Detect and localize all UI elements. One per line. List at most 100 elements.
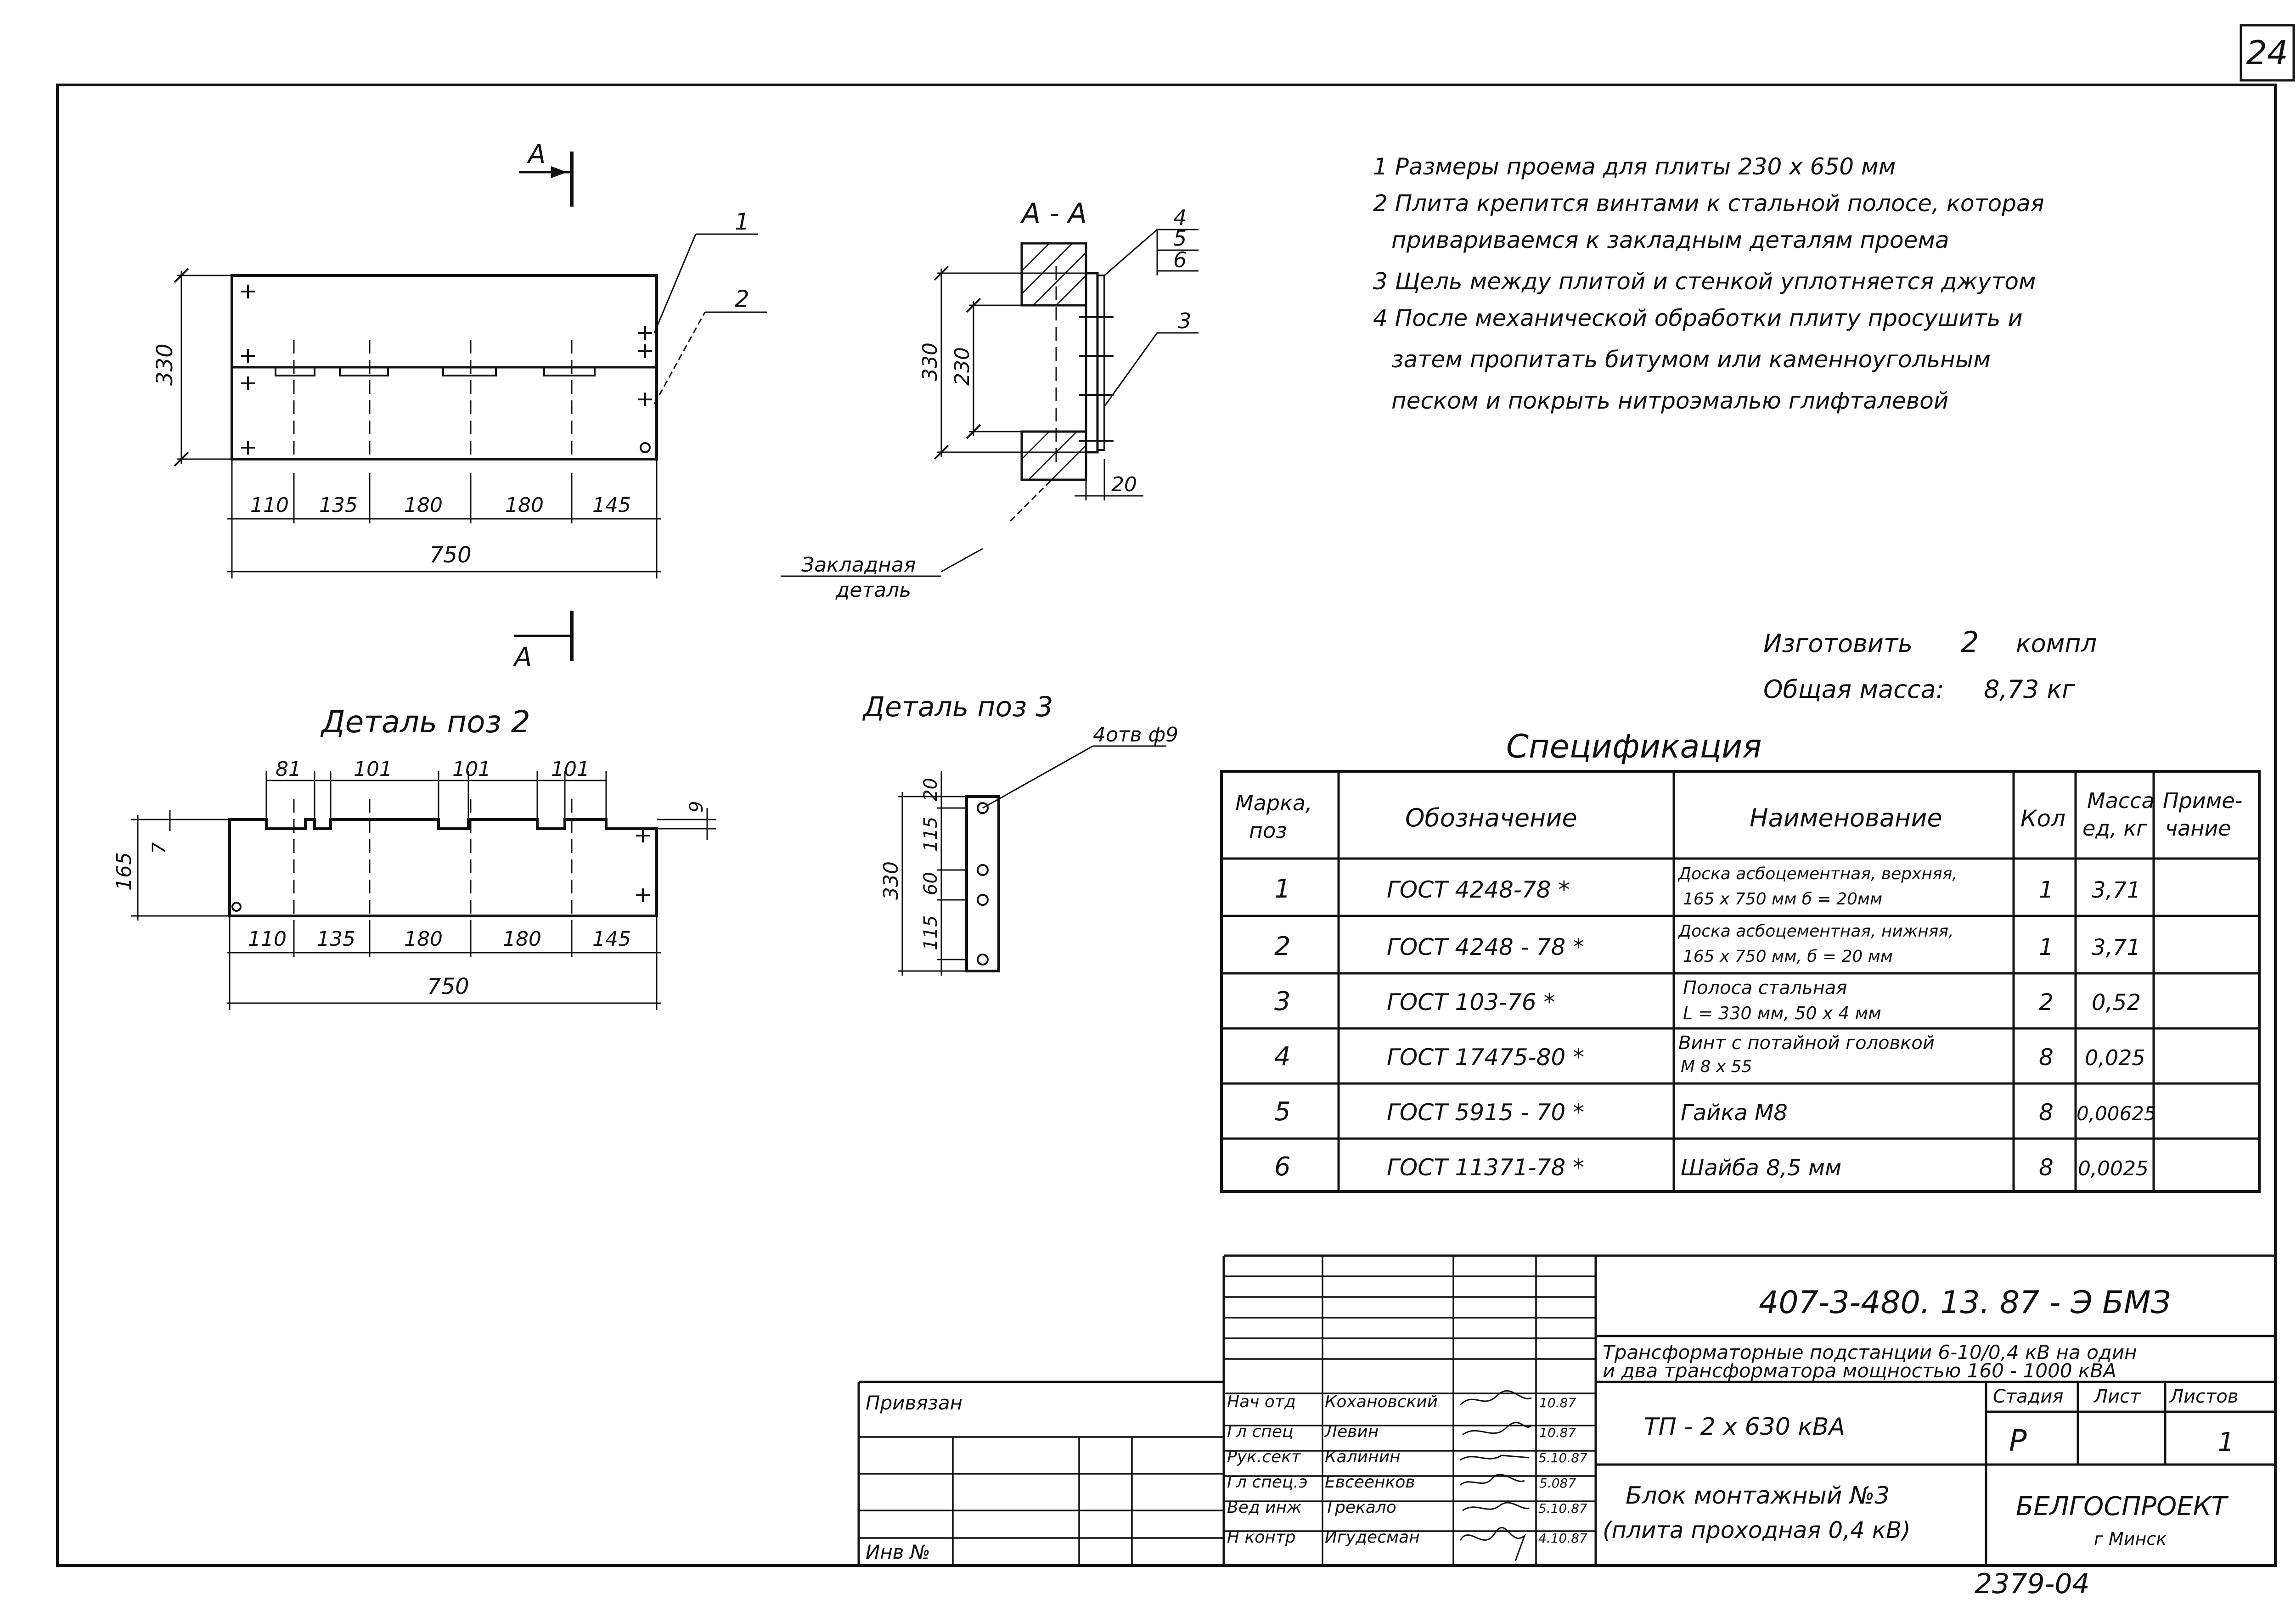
detail2-seg-2: 135 — [317, 927, 355, 951]
spec-header-note-2: чание — [2165, 816, 2231, 841]
spec-row2-mass: 3,71 — [2092, 935, 2141, 960]
drawing-title-line-1: Блок монтажный №3 — [1626, 1482, 1890, 1510]
name-3: Калинин — [1325, 1448, 1401, 1466]
document-code: 407-3-480. 13. 87 - Э БМЗ — [1759, 1285, 2171, 1321]
embedded-detail-label-2: деталь — [835, 578, 911, 602]
name-6: Игудесман — [1325, 1528, 1420, 1547]
drawing-number: 2379-04 — [1975, 1568, 2090, 1600]
spec-row4-name2: М 8 х 55 — [1681, 1057, 1752, 1076]
spec-row4-mass: 0,025 — [2085, 1045, 2145, 1070]
organization-name: БЕЛГОСПРОЕКТ — [2016, 1492, 2228, 1521]
table-row: 6 ГОСТ 11371-78 * Шайба 8,5 мм 8 0,0025 — [1274, 1152, 2149, 1182]
spec-row1-code: ГОСТ 4248-78 * — [1387, 876, 1570, 903]
section-callout-5: 5 — [1173, 226, 1187, 251]
table-row: 4 ГОСТ 17475-80 * Винт с потайной головк… — [1274, 1033, 2145, 1076]
embedded-detail-label-1: Закладная — [801, 553, 916, 577]
section-callout-3: 3 — [1178, 309, 1191, 333]
date-3: 5.10.87 — [1538, 1450, 1587, 1465]
detail2-top-dim-3: 101 — [452, 758, 491, 781]
detail2-seg-1: 110 — [248, 927, 287, 951]
detail3-dim-330: 330 — [879, 861, 903, 900]
note-line-4: 3 Щель между плитой и стенкой уплотняетс… — [1373, 268, 2036, 295]
sheet-frame: 24 — [56, 24, 2295, 1567]
make-label: Изготовить — [1763, 629, 1913, 658]
spec-row4-code: ГОСТ 17475-80 * — [1387, 1044, 1584, 1071]
spec-row6-pos: 6 — [1274, 1152, 1291, 1182]
date-1: 10.87 — [1539, 1395, 1576, 1410]
detail2-top-dim-4: 101 — [551, 758, 590, 781]
callout-1: 1 — [735, 208, 749, 235]
spec-row2-pos: 2 — [1274, 932, 1291, 961]
table-row: 1 ГОСТ 4248-78 * Доска асбоцементная, ве… — [1274, 865, 2141, 909]
section-dim-20: 20 — [1111, 473, 1137, 496]
detail2-seg-3: 180 — [404, 927, 443, 951]
spec-row1-mass: 3,71 — [2092, 877, 2141, 903]
spec-row4-qty: 8 — [2039, 1044, 2054, 1071]
sheet-title: ТП - 2 х 630 кВА — [1644, 1413, 1845, 1441]
date-4: 5.087 — [1539, 1476, 1576, 1491]
sheets-value: 1 — [2218, 1427, 2234, 1457]
sheet-number: 24 — [2246, 34, 2288, 72]
make-qty: 2 — [1961, 625, 1979, 659]
notes-block: 1 Размеры проема для плиты 230 х 650 мм … — [1373, 153, 2044, 414]
spec-row5-code: ГОСТ 5915 - 70 * — [1387, 1099, 1584, 1126]
spec-header-name: Наименование — [1750, 803, 1942, 832]
detail3-dim-60: 60 — [920, 872, 941, 895]
note-line-1: 1 Размеры проема для плиты 230 х 650 мм — [1373, 153, 1896, 180]
spec-row5-mass: 0,00625 — [2077, 1102, 2156, 1125]
spec-row6-name1: Шайба 8,5 мм — [1681, 1155, 1841, 1181]
privyazan-label: Привязан — [866, 1392, 962, 1414]
section-mark-top: А — [527, 140, 546, 169]
note-line-7: песком и покрыть нитроэмалью глифталевой — [1391, 387, 1948, 414]
section-dim-230: 230 — [951, 347, 974, 386]
spec-row6-mass: 0,0025 — [2078, 1157, 2149, 1180]
detail2-seg-4: 180 — [503, 927, 541, 951]
inventory-label: Инв № — [866, 1541, 930, 1563]
note-line-2: 2 Плита крепится винтами к стальной поло… — [1373, 190, 2044, 217]
spec-row2-name2: 165 х 750 мм, б = 20 мм — [1683, 947, 1893, 966]
spec-row3-pos: 3 — [1274, 987, 1291, 1016]
drawing-title-line-2: (плита проходная 0,4 кВ) — [1603, 1517, 1911, 1544]
make-info: Изготовить 2 компл Общая масса: 8,73 кг — [1763, 625, 2097, 704]
detail-pos2-title: Деталь поз 2 — [320, 704, 530, 740]
detail-pos3-view: Деталь поз 3 4отв ф9 330 20 115 60 115 — [862, 691, 1178, 976]
make-unit: компл — [2016, 629, 2097, 658]
spec-row1-name1: Доска асбоцементная, верхняя, — [1677, 865, 1958, 883]
role-5: Вед инж — [1227, 1498, 1302, 1517]
spec-row5-pos: 5 — [1274, 1097, 1291, 1127]
name-4: Евсеенков — [1325, 1473, 1415, 1492]
spec-row4-name1: Винт с потайной головкой — [1678, 1033, 1935, 1054]
title-block: Привязан Инв № Нач отд Гл спец Рук.сект … — [857, 1254, 2275, 1600]
section-mark-bottom: А — [513, 642, 532, 672]
main-seg-5: 145 — [592, 494, 631, 517]
detail2-dim-9: 9 — [686, 801, 707, 813]
stage-header: Стадия — [1993, 1386, 2063, 1407]
spec-row2-qty: 1 — [2039, 934, 2054, 960]
spec-title: Спецификация — [1506, 728, 1762, 765]
spec-row5-qty: 8 — [2039, 1099, 2054, 1126]
organization-city: г Минск — [2094, 1529, 2167, 1549]
spec-header-qty: Кол — [2020, 805, 2065, 832]
section-callout-6: 6 — [1173, 247, 1187, 272]
mass-label: Общая масса: — [1763, 675, 1944, 704]
spec-header-mass: Масса — [2087, 788, 2155, 813]
role-4: Гл спец.э — [1227, 1473, 1308, 1492]
spec-header-pos: Марка, — [1235, 791, 1312, 815]
section-dim-330: 330 — [918, 342, 942, 381]
sheets-header: Листов — [2169, 1386, 2238, 1407]
spec-row3-code: ГОСТ 103-76 * — [1387, 989, 1555, 1016]
detail-pos2-view: Деталь поз 2 81 101 101 — [113, 704, 716, 1010]
date-2: 10.87 — [1539, 1425, 1576, 1440]
detail3-holes-label: 4отв ф9 — [1093, 723, 1178, 747]
detail2-top-dim-2: 101 — [354, 758, 392, 781]
table-row: 5 ГОСТ 5915 - 70 * Гайка М8 8 0,00625 — [1274, 1097, 2156, 1127]
date-5: 5.10.87 — [1538, 1501, 1587, 1516]
role-1: Нач отд — [1227, 1392, 1296, 1411]
spec-row6-qty: 8 — [2039, 1154, 2054, 1181]
spec-row4-pos: 4 — [1274, 1042, 1291, 1072]
spec-row2-code: ГОСТ 4248 - 78 * — [1387, 934, 1584, 960]
detail3-dim-115b: 115 — [920, 915, 941, 950]
detail2-top-dim-1: 81 — [276, 758, 301, 781]
main-seg-3: 180 — [404, 494, 443, 517]
